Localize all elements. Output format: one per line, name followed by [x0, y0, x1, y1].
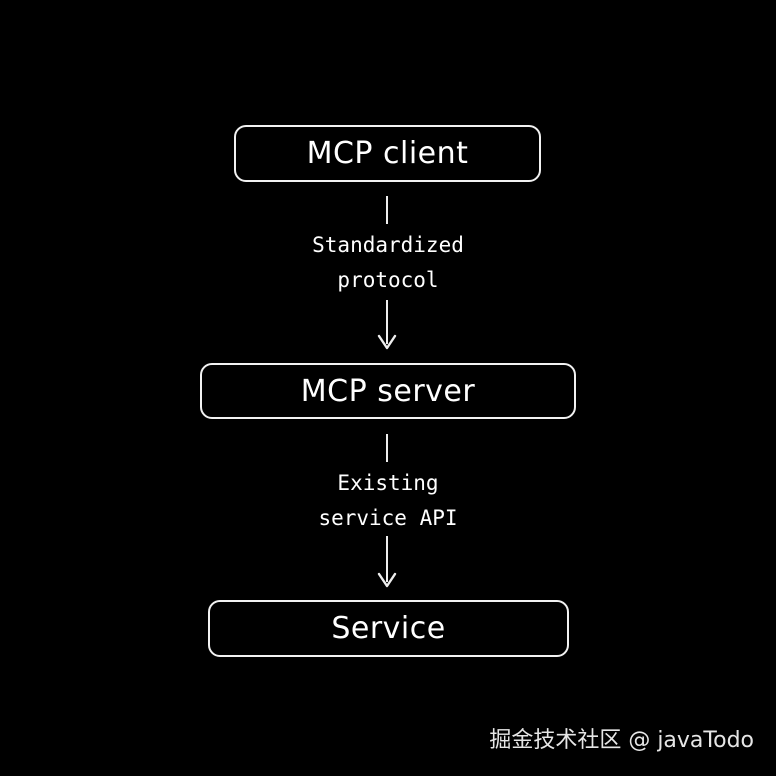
edge-client-server-line-bottom [386, 300, 388, 344]
edge-client-server-line-top [386, 196, 388, 224]
edge-label-line: Existing [337, 471, 439, 495]
edge-server-service-line-bottom [386, 536, 388, 582]
mcp-client-label: MCP client [306, 136, 469, 171]
edge-server-service-label: Existing service API [238, 466, 538, 536]
service-node: Service [208, 600, 569, 657]
mcp-client-node: MCP client [234, 125, 541, 182]
mcp-server-node: MCP server [200, 363, 576, 419]
edge-label-line: service API [318, 506, 458, 530]
edge-client-server-label: Standardized protocol [238, 228, 538, 298]
arrow-down-icon [377, 334, 397, 350]
service-label: Service [331, 611, 446, 646]
edge-label-line: Standardized [312, 233, 464, 257]
arrow-down-icon [377, 572, 397, 588]
mcp-server-label: MCP server [300, 373, 476, 409]
watermark-text: 掘金技术社区 @ javaTodo [489, 728, 754, 753]
edge-server-service-line-top [386, 434, 388, 462]
edge-label-line: protocol [337, 268, 439, 292]
